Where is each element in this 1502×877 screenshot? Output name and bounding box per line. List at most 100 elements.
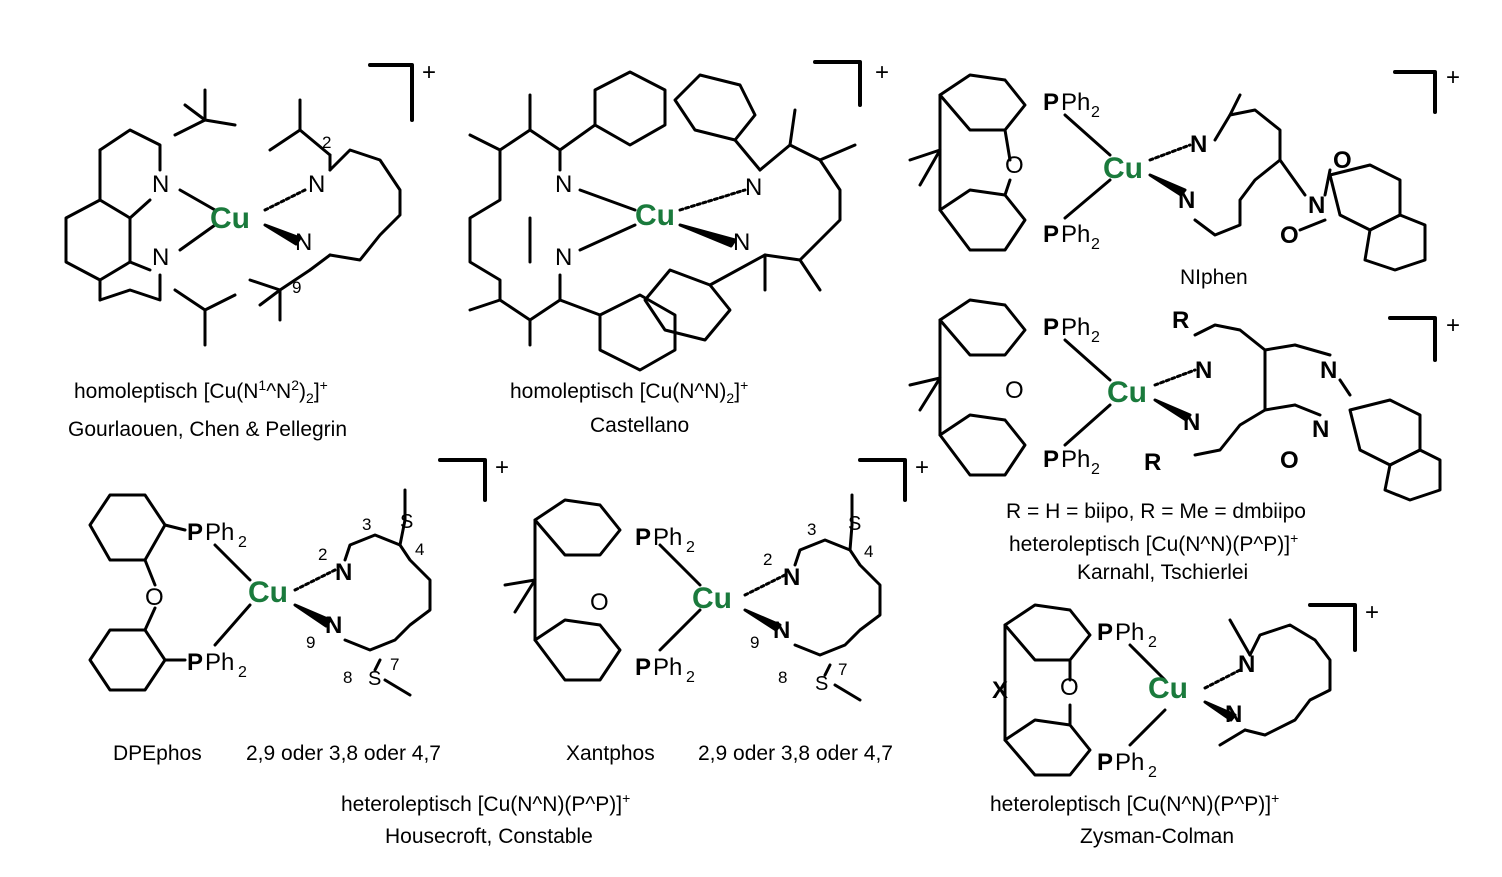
s-atom: S [368, 668, 381, 690]
complex-2-authors: Castellano [590, 414, 690, 437]
p-atom: P [1097, 619, 1113, 646]
s-atom: S [815, 673, 828, 695]
ph2-subscript: 2 [1148, 764, 1157, 781]
cu-atom: Cu [692, 582, 732, 615]
p-atom: P [635, 524, 651, 551]
ph2-label: Ph [1061, 446, 1090, 473]
p-atom: P [1043, 446, 1059, 473]
o-atom: O [1005, 152, 1024, 179]
position-number: 7 [838, 660, 847, 679]
n-atom: N [1195, 357, 1212, 384]
position-number: 8 [343, 668, 352, 687]
complex-1-structure: + Cu N N N N 2 9 [64, 59, 436, 347]
complex-3-structure: + Cu O P Ph 2 P Ph 2 N N N O O [908, 64, 1460, 272]
cu-atom: Cu [635, 199, 675, 232]
ph2-subscript: 2 [238, 664, 247, 681]
position-number: 9 [292, 278, 301, 297]
n-atom: N [555, 171, 572, 198]
complex-5-ligand-name: DPEphos [113, 742, 202, 765]
ph2-label: Ph [205, 519, 234, 546]
charge-plus: + [422, 59, 436, 86]
complex-5-structure: + Cu O P Ph 2 P Ph 2 N N S S 2 3 4 7 8 9 [88, 454, 509, 697]
position-number: 4 [415, 540, 424, 559]
cu-atom: Cu [210, 202, 250, 235]
cu-atom: Cu [1103, 152, 1143, 185]
n-atom: N [308, 171, 325, 198]
n-atom: N [325, 612, 342, 639]
charge-plus: + [875, 59, 889, 86]
p-atom: P [1043, 314, 1059, 341]
charge-plus: + [1446, 312, 1460, 339]
ph2-subscript: 2 [1091, 236, 1100, 253]
complex-4-r-definition: R = H = biipo, R = Me = dmbiipo [1006, 500, 1306, 523]
complex-6-positions: 2,9 oder 3,8 oder 4,7 [698, 742, 893, 765]
complex-2-structure: + Cu N N N N [468, 59, 889, 372]
o-atom: O [1280, 447, 1299, 474]
cu-atom: Cu [1148, 672, 1188, 705]
cu-atom: Cu [248, 576, 288, 609]
o-atom: O [145, 584, 164, 611]
n-atom: N [1238, 651, 1255, 678]
s-atom: S [400, 511, 413, 533]
cu-atom: Cu [1107, 376, 1147, 409]
complex-4-structure: + Cu O P Ph 2 P Ph 2 N N N N O R R [908, 298, 1460, 502]
ph2-subscript: 2 [686, 669, 695, 686]
r-group: R [1172, 307, 1189, 334]
n-atom: N [335, 559, 352, 586]
position-number: 2 [322, 133, 331, 152]
x-atom: X [992, 677, 1008, 704]
ph2-label: Ph [1061, 314, 1090, 341]
ph2-subscript: 2 [1091, 104, 1100, 121]
n-atom: N [1312, 416, 1329, 443]
bottom-caption: heteroleptisch [Cu(N^N)(P^P)]+ [341, 790, 631, 816]
n-atom: N [1190, 131, 1207, 158]
n-atom: N [1320, 357, 1337, 384]
n-atom: N [783, 564, 800, 591]
n-atom: N [1308, 192, 1325, 219]
position-number: 3 [807, 520, 816, 539]
n-atom: N [1178, 187, 1195, 214]
position-number: 9 [750, 633, 759, 652]
ph2-subscript: 2 [1148, 634, 1157, 651]
ph2-label: Ph [1061, 221, 1090, 248]
n-atom: N [773, 617, 790, 644]
o-atom: O [1333, 147, 1352, 174]
ph2-label: Ph [653, 524, 682, 551]
complex-3-name: NIphen [1180, 266, 1248, 289]
complex-2-caption: homoleptisch [Cu(N^N)2]+ [510, 377, 749, 407]
ph2-label: Ph [1115, 619, 1144, 646]
o-atom: O [1005, 377, 1024, 404]
position-number: 4 [864, 542, 873, 561]
p-atom: P [1097, 749, 1113, 776]
position-number: 2 [318, 545, 327, 564]
p-atom: P [187, 649, 203, 676]
n-atom: N [745, 174, 762, 201]
n-atom: N [1225, 701, 1242, 728]
position-number: 7 [390, 655, 399, 674]
p-atom: P [1043, 89, 1059, 116]
ph2-subscript: 2 [1091, 329, 1100, 346]
position-number: 2 [763, 550, 772, 569]
complex-1-authors: Gourlaouen, Chen & Pellegrin [68, 418, 348, 441]
charge-plus: + [495, 454, 509, 481]
p-atom: P [635, 654, 651, 681]
complex-7-caption: heteroleptisch [Cu(N^N)(P^P)]+ [990, 790, 1280, 816]
ph2-label: Ph [1115, 749, 1144, 776]
bottom-caption-authors: Housecroft, Constable [385, 825, 593, 848]
n-atom: N [295, 229, 312, 256]
complex-1-caption: homoleptisch [Cu(N1^N2)2]+ [74, 377, 328, 407]
ph2-label: Ph [653, 654, 682, 681]
p-atom: P [187, 519, 203, 546]
charge-plus: + [1365, 599, 1379, 626]
position-number: 9 [306, 633, 315, 652]
complex-7-authors: Zysman-Colman [1080, 825, 1235, 848]
charge-plus: + [915, 454, 929, 481]
s-atom: S [848, 513, 861, 535]
n-atom: N [555, 244, 572, 271]
ph2-label: Ph [205, 649, 234, 676]
complex-7-structure: + Cu O X P Ph 2 P Ph 2 N N [992, 599, 1379, 781]
n-atom: N [152, 171, 169, 198]
p-atom: P [1043, 221, 1059, 248]
complex-4-caption: heteroleptisch [Cu(N^N)(P^P)]+ [1009, 530, 1299, 556]
